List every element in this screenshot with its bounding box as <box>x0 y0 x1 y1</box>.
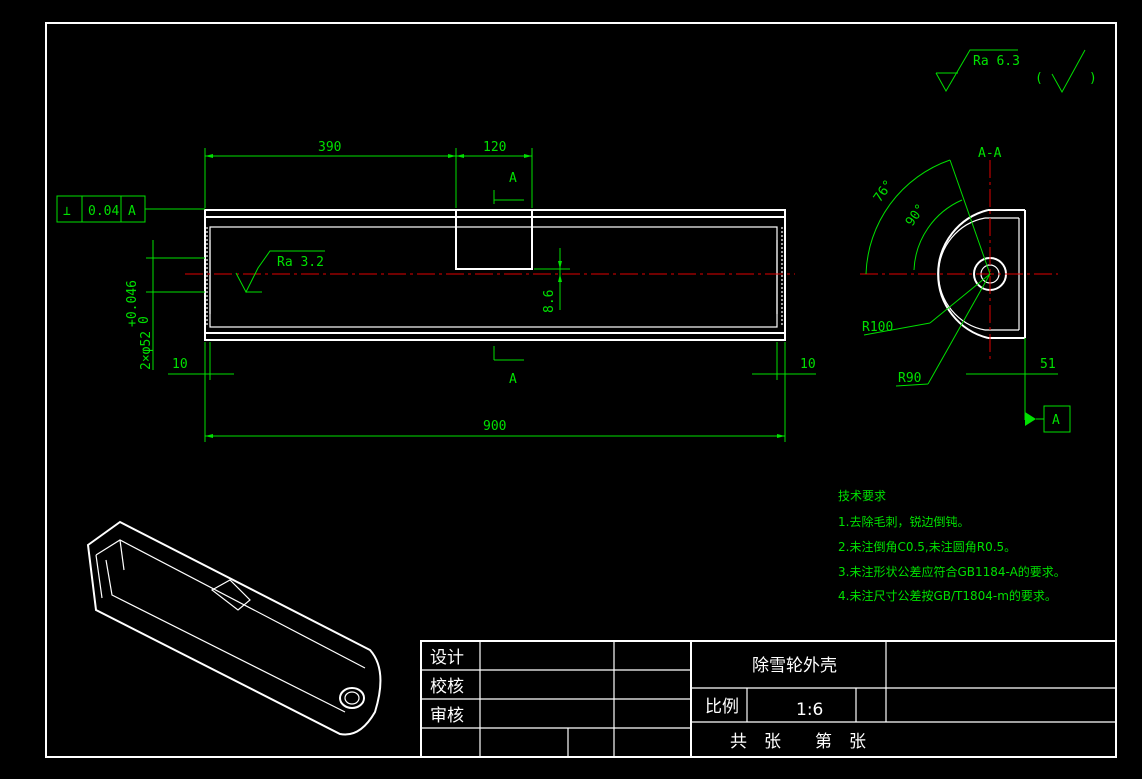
dim-120: 120 <box>483 140 506 155</box>
label-check: 校核 <box>430 677 464 697</box>
sheet-count: 共 张 第 张 <box>730 732 866 752</box>
dim-bore-main: 2×φ52 <box>139 331 154 370</box>
dim-8-6: 8.6 <box>542 290 557 313</box>
datum-label: A <box>1052 413 1060 428</box>
roughness-general: Ra 6.3 <box>973 54 1020 69</box>
section-view-title: A-A <box>978 146 1002 161</box>
roughness-local: Ra 3.2 <box>277 255 324 270</box>
label-design: 设计 <box>430 648 464 668</box>
section-cut-label-top: A <box>509 171 517 186</box>
scale-value: 1:6 <box>796 700 823 720</box>
front-view <box>185 209 795 341</box>
part-name: 除雪轮外壳 <box>752 656 837 676</box>
dim-390: 390 <box>318 140 341 155</box>
tolerance-symbol: ⊥ <box>63 204 71 219</box>
dim-bore-tol-upper: +0.046 <box>125 280 140 327</box>
note-item-2: 2.未注倒角C0.5,未注圆角R0.5。 <box>838 539 1016 554</box>
isometric-view <box>86 520 382 736</box>
front-view-dimensions: 390 120 A A 8.6 10 10 900 <box>56 140 816 442</box>
note-item-1: 1.去除毛刺，锐边倒钝。 <box>838 514 969 529</box>
dim-900: 900 <box>483 419 506 434</box>
roughness-paren-close: ) <box>1089 71 1097 86</box>
section-view: A-A <box>860 146 1058 360</box>
note-item-4: 4.未注尺寸公差按GB/T1804-m的要求。 <box>838 588 1057 603</box>
note-item-3: 3.未注形状公差应符合GB1184-A的要求。 <box>838 564 1066 579</box>
dim-r100: R100 <box>862 320 893 335</box>
dim-10-right: 10 <box>800 357 816 372</box>
label-review: 审核 <box>430 706 464 726</box>
dim-angle-90: 90° <box>903 201 929 229</box>
title-block: 设计 校核 审核 除雪轮外壳 比例 1:6 共 张 第 张 <box>420 640 1117 758</box>
dim-bore-tol-lower: 0 <box>137 316 152 324</box>
label-scale: 比例 <box>705 697 739 717</box>
notes-title: 技术要求 <box>838 489 886 503</box>
dim-10-left: 10 <box>172 357 188 372</box>
dim-51: 51 <box>1040 357 1056 372</box>
technical-notes: 技术要求 1.去除毛刺，锐边倒钝。 2.未注倒角C0.5,未注圆角R0.5。 3… <box>838 489 1066 603</box>
section-cut-label-bottom: A <box>509 372 517 387</box>
section-view-dimensions: 76° 90° R100 R90 51 A <box>862 159 1071 433</box>
roughness-paren-open: ( <box>1035 71 1043 86</box>
general-roughness: Ra 6.3 ( ) <box>935 49 1097 94</box>
tolerance-value: 0.04 <box>88 204 119 219</box>
tolerance-datum: A <box>128 204 136 219</box>
drawing-frame <box>45 22 1117 758</box>
dim-r90: R90 <box>898 371 921 386</box>
